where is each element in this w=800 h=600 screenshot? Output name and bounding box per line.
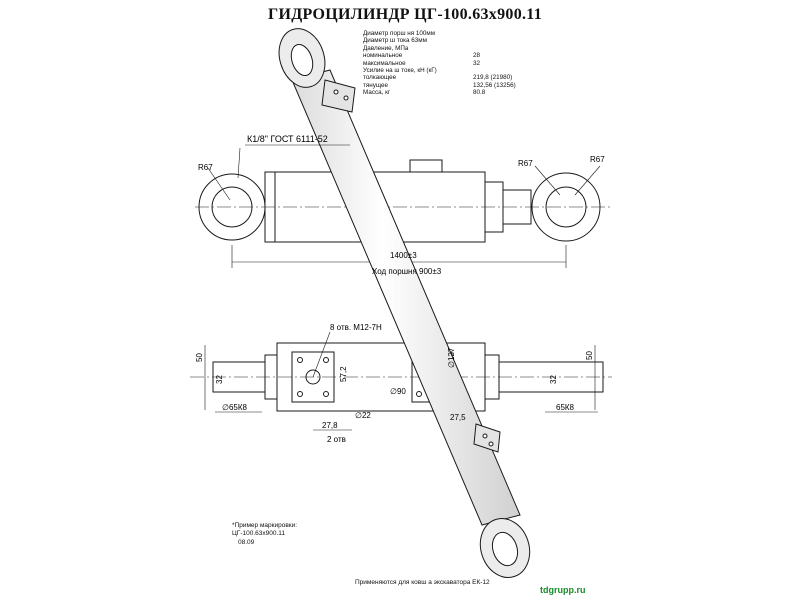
thread-label: К1/8" ГОСТ 6111-52 xyxy=(247,134,328,144)
spec-value: 28 xyxy=(473,52,481,60)
marking-line-3: 08.09 xyxy=(238,538,255,546)
spec-row: Диаметр порш ня 100мм xyxy=(363,30,516,37)
spec-row: Масса, кг 80.8 xyxy=(363,89,516,96)
d22-label: ∅22 xyxy=(355,411,371,420)
r67-right-label: R67 xyxy=(590,155,605,164)
marking-example: *Пример маркировки: ЦГ-100.63х900.11 08.… xyxy=(232,522,297,547)
spec-row: Давление, МПа xyxy=(363,45,516,52)
spec-key: номинальное xyxy=(363,52,403,60)
spec-key: Масса, кг xyxy=(363,89,391,97)
right-clevis xyxy=(498,361,604,393)
right-eye-bore xyxy=(545,186,587,228)
d32-right-label: 32 xyxy=(549,375,558,384)
bottom-port-block xyxy=(473,423,501,453)
d27-8-label: 27,8 xyxy=(322,421,338,430)
spec-key: тянущее xyxy=(363,81,389,89)
spec-row: номинальное 28 xyxy=(363,52,516,59)
spec-row: Диаметр ш тока 63мм xyxy=(363,37,516,44)
stroke-label: Ход поршня 900±3 xyxy=(372,267,442,276)
two-holes-label: 2 отв xyxy=(327,435,346,444)
d27-5-label: 27,5 xyxy=(450,413,466,422)
spec-key: максимальное xyxy=(363,59,406,67)
d65-right-label: 65К8 xyxy=(556,403,575,412)
spec-value: 80.8 xyxy=(473,89,486,97)
spec-row: толкающее 219,8 (21980) xyxy=(363,74,516,81)
application-note: Применяются для ковш а экскаватора ЕК-12 xyxy=(355,579,490,586)
d57-label: 57,2 xyxy=(339,366,348,382)
r67-left-label: R67 xyxy=(198,163,213,172)
d90-label: ∅90 xyxy=(390,387,406,396)
d32-left-label: 32 xyxy=(215,375,224,384)
d50-left-label: 50 xyxy=(195,353,204,362)
top-port-block xyxy=(321,79,356,113)
rod xyxy=(502,189,532,225)
spec-value: 219,8 (21980) xyxy=(473,74,513,82)
right-eye-outer xyxy=(531,172,601,242)
spec-value: 132,56 (13256) xyxy=(473,81,516,89)
holes-label: 8 отв. М12-7Н xyxy=(330,323,382,332)
marking-line-1: *Пример маркировки: xyxy=(232,522,298,529)
spec-key: толкающее xyxy=(363,74,397,82)
d65-left-label: ∅65К8 xyxy=(222,403,248,412)
d127-label: ∅127 xyxy=(447,347,456,368)
brand-link[interactable]: tdgrupp.ru xyxy=(540,585,586,595)
drawing-title: ГИДРОЦИЛИНДР ЦГ-100.63х900.11 xyxy=(268,6,543,23)
spec-key: Давление, МПа xyxy=(363,44,409,52)
marking-line-2: ЦГ-100.63х900.11 xyxy=(232,530,286,538)
spec-row: тянущее 132,56 (13256) xyxy=(363,82,516,89)
length-label: 1400±3 xyxy=(390,251,417,260)
spec-key: Диаметр порш ня 100мм xyxy=(363,30,436,37)
r67-mid-label: R67 xyxy=(518,159,533,168)
d50-right-label: 50 xyxy=(585,351,594,360)
spec-row: максимальное 32 xyxy=(363,60,516,67)
spec-key: Усилие на ш токе, кН (кГ) xyxy=(363,67,437,75)
port-boss-top xyxy=(409,159,443,173)
spec-value: 32 xyxy=(473,59,481,67)
left-flange xyxy=(291,351,335,403)
spec-key: Диаметр ш тока 63мм xyxy=(363,37,427,45)
cylinder-render xyxy=(278,28,531,578)
left-eye-bore xyxy=(211,186,253,228)
plan-view xyxy=(190,331,612,431)
spec-row: Усилие на ш токе, кН (кГ) xyxy=(363,67,516,74)
